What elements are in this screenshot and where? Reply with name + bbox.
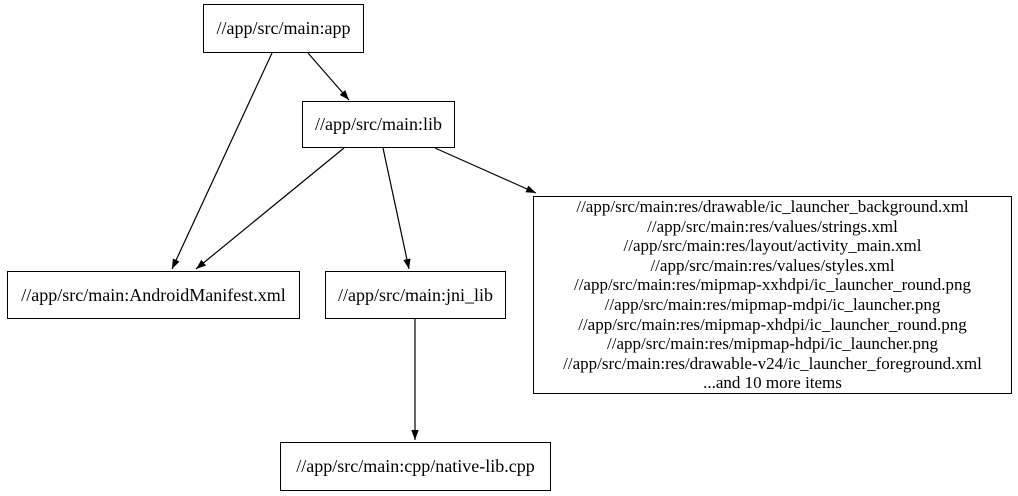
node-resources: //app/src/main:res/drawable/ic_launcher_… (533, 196, 1012, 394)
node-lib: //app/src/main:lib (302, 101, 455, 148)
node-jni-lib: //app/src/main:jni_lib (325, 271, 506, 319)
resource-line: //app/src/main:res/mipmap-xhdpi/ic_launc… (578, 314, 967, 334)
edge-lib-to-manifest (195, 147, 345, 270)
resource-line: //app/src/main:res/drawable-v24/ic_launc… (563, 353, 982, 373)
node-jni-lib-label: //app/src/main:jni_lib (338, 284, 493, 305)
resource-line: //app/src/main:res/drawable/ic_launcher_… (576, 197, 969, 217)
resource-line: //app/src/main:res/values/styles.xml (650, 255, 895, 275)
edge-app-to-lib (307, 52, 350, 101)
node-native-lib-cpp-label: //app/src/main:cpp/native-lib.cpp (296, 456, 535, 476)
node-app: //app/src/main:app (203, 4, 364, 53)
resource-line: //app/src/main:res/mipmap-mdpi/ic_launch… (604, 295, 941, 314)
node-native-lib-cpp: //app/src/main:cpp/native-lib.cpp (280, 442, 551, 491)
node-android-manifest: //app/src/main:AndroidManifest.xml (7, 271, 300, 319)
node-lib-label: //app/src/main:lib (315, 114, 442, 134)
resource-line: //app/src/main:res/values/strings.xml (647, 216, 898, 236)
resource-line: //app/src/main:res/mipmap-xxhdpi/ic_laun… (573, 275, 972, 295)
resource-line-more: ...and 10 more items (703, 373, 842, 393)
resource-line: //app/src/main:res/layout/activity_main.… (623, 236, 922, 256)
edge-lib-to-resources (434, 147, 537, 194)
resource-line: //app/src/main:res/mipmap-hdpi/ic_launch… (607, 334, 938, 354)
node-app-label: //app/src/main:app (216, 18, 351, 38)
edge-lib-to-jni-lib (382, 147, 411, 270)
node-android-manifest-label: //app/src/main:AndroidManifest.xml (21, 284, 286, 305)
edge-app-to-manifest (171, 52, 273, 270)
